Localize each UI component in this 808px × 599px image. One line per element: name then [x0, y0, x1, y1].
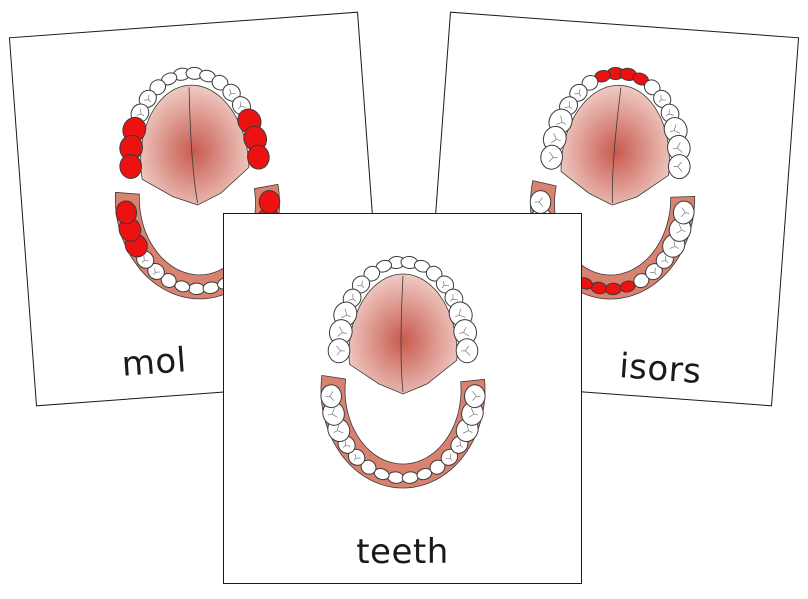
- teeth-card: teeth: [223, 213, 582, 584]
- teeth-illustration: [320, 255, 486, 489]
- teeth-card-label: teeth: [356, 532, 449, 572]
